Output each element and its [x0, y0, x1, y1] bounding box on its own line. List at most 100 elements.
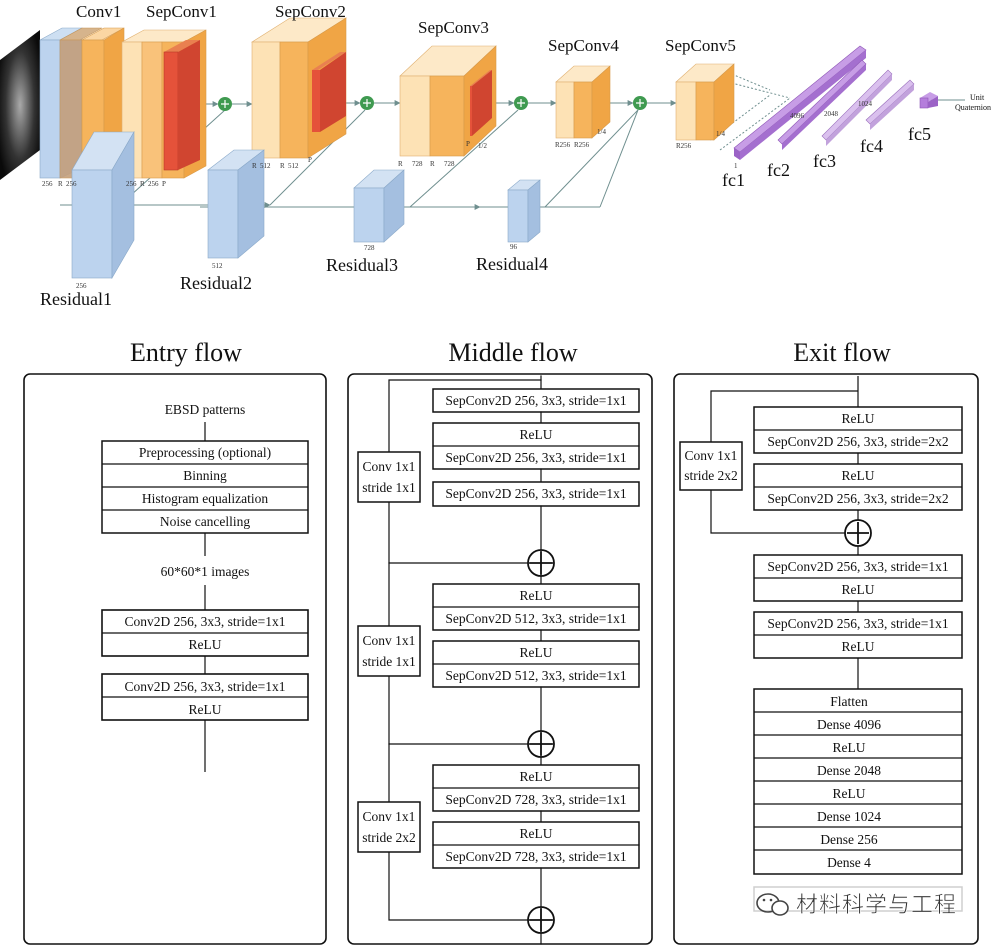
layer-label: SepConv2D 256, 3x3, stride=2x2	[767, 491, 948, 506]
layer-label: ReLU	[842, 582, 875, 597]
fc-label-4: fc4	[860, 136, 883, 156]
exit-flow: Conv 1x1 stride 2x2 ReLU SepConv2D 256, …	[679, 376, 963, 912]
dim-label: 512	[288, 162, 299, 170]
layer-label: SepConv2D 728, 3x3, stride=1x1	[445, 849, 626, 864]
ebsd-input-image	[0, 30, 40, 180]
middle-flow-panel	[347, 373, 653, 945]
exit-sep-block-2: SepConv2D 256, 3x3, stride=1x1 ReLU	[753, 611, 963, 659]
dense-layer-label: Dense 2048	[817, 763, 881, 778]
layer-label: ReLU	[189, 637, 222, 652]
dim-label: 728	[364, 244, 375, 252]
dim-label: 1/2	[478, 142, 487, 150]
residual4-block	[507, 179, 541, 243]
dim-label: R256	[676, 142, 692, 150]
dim-label: P	[162, 180, 166, 188]
entry-conv-block-1: Conv2D 256, 3x3, stride=1x1 ReLU	[101, 609, 309, 657]
entry-input-label: EBSD patterns	[165, 402, 246, 417]
layer-label: ReLU	[520, 588, 553, 603]
prep-step: Noise cancelling	[160, 514, 251, 529]
layer-label: SepConv2D 256, 3x3, stride=1x1	[445, 450, 626, 465]
layer-label: ReLU	[842, 468, 875, 483]
add-node	[844, 519, 872, 547]
skip-label: Conv 1x1	[685, 448, 738, 463]
entry-conv-block-2: Conv2D 256, 3x3, stride=1x1 ReLU	[101, 673, 309, 721]
add-node-3	[514, 96, 528, 110]
dim-label: 728	[444, 160, 455, 168]
middle-block-2: ReLU SepConv2D 512, 3x3, stride=1x1 ReLU…	[432, 583, 640, 731]
layer-label: SepConv2D 728, 3x3, stride=1x1	[445, 792, 626, 807]
fc-layers	[733, 45, 938, 160]
residual2-block	[207, 149, 265, 259]
sepconv2-block	[250, 17, 348, 159]
sepconv3-block	[399, 45, 497, 157]
layer-label: SepConv2D 256, 3x3, stride=2x2	[767, 434, 948, 449]
architecture-diagram: Conv1 SepConv1 SepConv2 SepConv3 SepConv…	[0, 2, 991, 309]
stage-label-sepconv1: SepConv1	[146, 2, 217, 21]
dim-label: 256	[148, 180, 159, 188]
dim-label: 4096	[790, 112, 805, 120]
dim-label: R256	[574, 141, 590, 149]
add-node	[527, 549, 555, 577]
entry-flow-panel	[23, 373, 327, 945]
dim-label: 256	[126, 180, 137, 188]
dim-label: R	[58, 180, 63, 188]
layer-label: ReLU	[520, 826, 553, 841]
fc-label-5: fc5	[908, 124, 931, 144]
skip-label: stride 2x2	[684, 468, 738, 483]
middle-block-1: SepConv2D 256, 3x3, stride=1x1 ReLU SepC…	[432, 388, 640, 550]
skip-label: Conv 1x1	[363, 633, 416, 648]
residual-label-3: Residual3	[326, 255, 398, 275]
dim-label: 2048	[824, 110, 839, 118]
middle-skip-conv-1: Conv 1x1 stride 1x1	[357, 451, 421, 503]
exit-skip-conv: Conv 1x1 stride 2x2	[679, 441, 743, 491]
add-node	[527, 906, 555, 934]
watermark-text: 材料科学与工程	[796, 893, 957, 918]
middle-flow: Conv 1x1 stride 1x1 SepConv2D 256, 3x3, …	[357, 375, 640, 945]
middle-flow-title: Middle flow	[448, 338, 577, 367]
output-label-unit: Unit	[970, 93, 985, 102]
prep-step: Histogram equalization	[142, 491, 269, 506]
layer-label: ReLU	[842, 411, 875, 426]
dense-layer-label: Flatten	[830, 694, 868, 709]
dim-label: 1	[734, 162, 738, 170]
dim-label: 256	[42, 180, 53, 188]
dim-label: 96	[510, 243, 518, 251]
exit-flow-title: Exit flow	[793, 338, 891, 367]
dim-label: R	[252, 162, 257, 170]
dim-label: 1/4	[716, 130, 725, 138]
skip-label: Conv 1x1	[363, 459, 416, 474]
exit-dense-stack: Flatten Dense 4096 ReLU Dense 2048 ReLU …	[753, 688, 963, 875]
add-node	[527, 730, 555, 758]
add-node-4	[633, 96, 647, 110]
layer-label: SepConv2D 512, 3x3, stride=1x1	[445, 611, 626, 626]
fc1-layer	[733, 45, 867, 153]
dim-label: P	[308, 156, 312, 164]
dense-layer-label: ReLU	[833, 740, 866, 755]
dim-label: P	[466, 140, 470, 148]
dim-label: 1024	[858, 100, 873, 108]
dim-label: 1/4	[597, 128, 606, 136]
middle-skip-conv-3: Conv 1x1 stride 2x2	[357, 801, 421, 853]
dense-layer-label: Dense 4096	[817, 717, 881, 732]
dim-label: R	[430, 160, 435, 168]
stage-label-sepconv2: SepConv2	[275, 2, 346, 21]
fc-label-3: fc3	[813, 151, 836, 171]
skip-label: stride 2x2	[362, 830, 416, 845]
middle-block-3: ReLU SepConv2D 728, 3x3, stride=1x1 ReLU…	[432, 764, 640, 907]
skip-label: Conv 1x1	[363, 809, 416, 824]
dim-label: R	[398, 160, 403, 168]
residual-label-4: Residual4	[476, 254, 548, 274]
layer-label: ReLU	[520, 645, 553, 660]
dim-label: R	[140, 180, 145, 188]
layer-label: Conv2D 256, 3x3, stride=1x1	[125, 679, 286, 694]
dense-layer-label: Dense 256	[820, 832, 878, 847]
dense-layer-label: Dense 4	[827, 855, 871, 870]
layer-label: SepConv2D 256, 3x3, stride=1x1	[767, 559, 948, 574]
prep-step: Preprocessing (optional)	[139, 445, 271, 460]
stage-label-sepconv3: SepConv3	[418, 18, 489, 37]
sepconv5-block	[675, 63, 735, 141]
middle-skip-conv-2: Conv 1x1 stride 1x1	[357, 625, 421, 677]
dim-label: 728	[412, 160, 423, 168]
add-node-2	[360, 96, 374, 110]
